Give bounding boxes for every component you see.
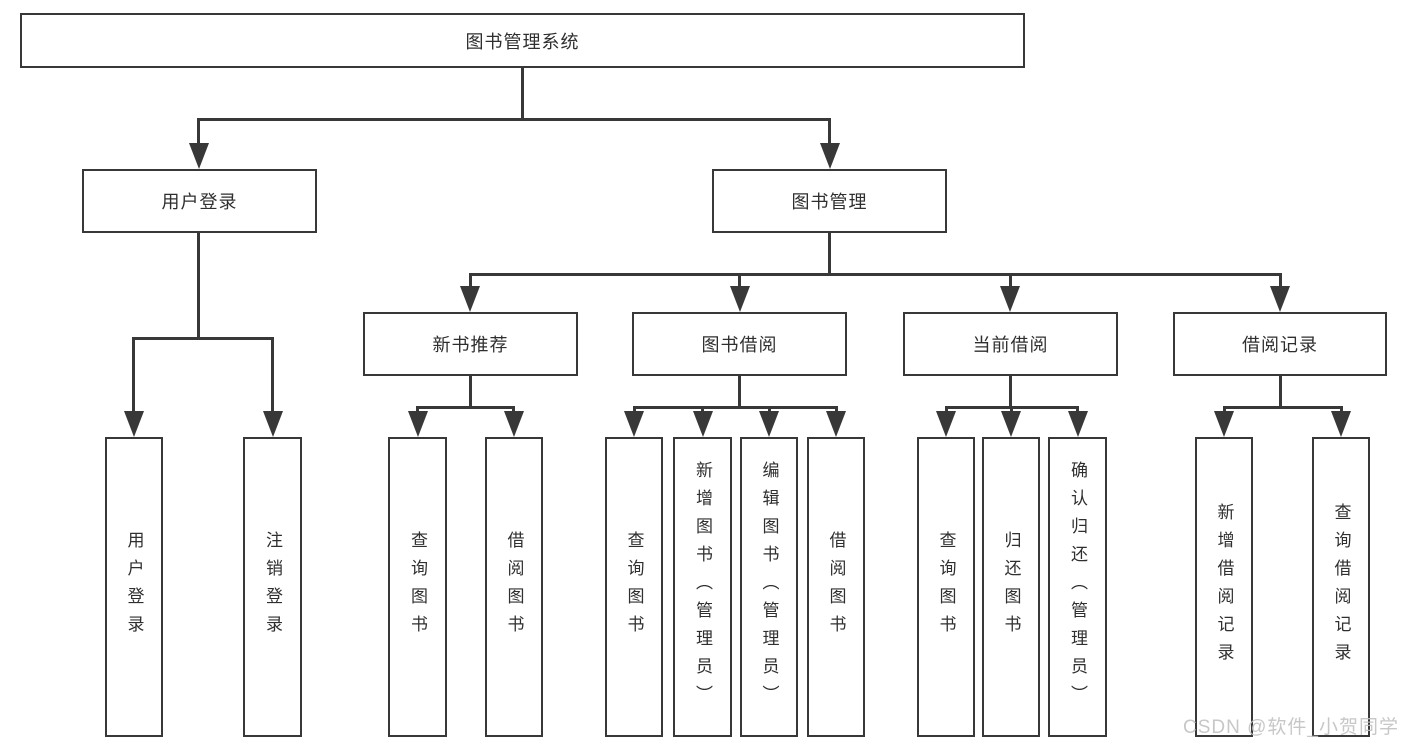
node-label: 归还图书 xyxy=(1001,531,1021,643)
connector-leaf-stub xyxy=(1340,406,1343,415)
node-label: 借阅图书 xyxy=(826,531,846,643)
connector-leaf-stub xyxy=(1076,406,1079,415)
connector-leaf-stub xyxy=(633,406,636,415)
connector-leaf-stub xyxy=(1010,406,1013,415)
connector-recommendation-stem xyxy=(469,376,472,409)
node-borrowing-records: 借阅记录 xyxy=(1173,312,1387,376)
connector-to-current-borrowing xyxy=(1009,273,1012,289)
node-label: 当前借阅 xyxy=(972,335,1049,355)
node-label: 查询图书 xyxy=(408,531,427,643)
node-borrow-books-recommendation: 借阅图书 xyxy=(485,437,543,737)
connector-to-borrowing-records xyxy=(1279,273,1282,289)
connector-leaf-stub xyxy=(768,406,771,415)
connector-borrowing-branch xyxy=(633,406,837,409)
connector-leaf-stub xyxy=(512,406,515,415)
node-add-books-admin: 新增图书（管理员） xyxy=(673,437,732,737)
node-query-books-recommendation: 查询图书 xyxy=(388,437,447,737)
node-label: 用户登录 xyxy=(161,192,238,212)
node-label: 新增借阅记录 xyxy=(1214,503,1234,671)
connector-leaf-stub xyxy=(701,406,704,415)
connector-to-book-management xyxy=(828,118,831,146)
connector-leaf-stub xyxy=(1223,406,1226,415)
connector-borrowing-stem xyxy=(738,376,741,409)
arrowhead-down xyxy=(730,286,750,312)
arrowhead-down xyxy=(504,411,524,437)
node-label: 查询图书 xyxy=(624,531,644,643)
connector-leaf-stub xyxy=(945,406,948,415)
arrowhead-down xyxy=(1001,411,1021,437)
connector-current-stem xyxy=(1009,376,1012,409)
node-query-borrow-record: 查询借阅记录 xyxy=(1312,437,1370,737)
arrowhead-down xyxy=(408,411,428,437)
node-confirm-return-admin: 确认归还（管理员） xyxy=(1048,437,1107,737)
arrowhead-down xyxy=(693,411,713,437)
node-edit-books-admin: 编辑图书（管理员） xyxy=(740,437,798,737)
node-new-book-recommendation: 新书推荐 xyxy=(363,312,578,376)
node-label: 借阅图书 xyxy=(504,531,524,643)
node-label: 新书推荐 xyxy=(432,335,509,355)
arrowhead-down xyxy=(460,286,480,312)
connector-root-branch xyxy=(197,118,831,121)
connector-leaf-stub xyxy=(835,406,838,415)
node-return-books: 归还图书 xyxy=(982,437,1040,737)
arrowhead-down xyxy=(1270,286,1290,312)
connector-to-new-book-recommendation xyxy=(469,273,472,289)
arrowhead-down xyxy=(759,411,779,437)
connector-user-login-branch xyxy=(132,337,274,340)
node-label: 图书管理 xyxy=(791,192,868,212)
connector-user-login-stem xyxy=(197,233,200,340)
node-label: 编辑图书（管理员） xyxy=(759,461,779,713)
arrowhead-down xyxy=(624,411,644,437)
node-label: 图书借阅 xyxy=(701,335,778,355)
node-query-books-current: 查询图书 xyxy=(917,437,975,737)
connector-to-book-borrowing xyxy=(738,273,741,289)
arrowhead-down xyxy=(1000,286,1020,312)
arrowhead-down xyxy=(1214,411,1234,437)
node-label: 查询图书 xyxy=(936,531,956,643)
node-label: 查询借阅记录 xyxy=(1331,503,1351,671)
node-library-management-system: 图书管理系统 xyxy=(20,13,1025,68)
arrowhead-down xyxy=(189,143,209,169)
node-add-borrow-record: 新增借阅记录 xyxy=(1195,437,1253,737)
node-label: 借阅记录 xyxy=(1242,335,1318,355)
node-label: 新增图书（管理员） xyxy=(693,461,712,713)
connector-book-management-branch xyxy=(469,273,1281,276)
csdn-watermark: CSDN @软件_小贺同学 xyxy=(1183,717,1399,738)
connector-book-management-stem xyxy=(828,233,831,276)
connector-leaf-stub xyxy=(416,406,419,415)
node-current-borrowing: 当前借阅 xyxy=(903,312,1118,376)
arrowhead-down xyxy=(826,411,846,437)
node-book-borrowing: 图书借阅 xyxy=(632,312,847,376)
connector-root-stem xyxy=(521,68,524,120)
node-user-login-leaf: 用户登录 xyxy=(105,437,163,737)
arrowhead-down xyxy=(1331,411,1351,437)
connector-to-user-login xyxy=(197,118,200,146)
arrowhead-down xyxy=(124,411,144,437)
connector-to-logout-leaf xyxy=(271,337,274,413)
connector-records-stem xyxy=(1279,376,1282,409)
node-borrow-books-borrowing: 借阅图书 xyxy=(807,437,865,737)
node-logout-leaf: 注销登录 xyxy=(243,437,302,737)
connector-recommendation-branch xyxy=(416,406,515,409)
node-label: 注销登录 xyxy=(263,531,282,643)
node-user-login: 用户登录 xyxy=(82,169,317,233)
node-label: 用户登录 xyxy=(124,531,144,643)
node-query-books-borrowing: 查询图书 xyxy=(605,437,663,737)
node-book-management: 图书管理 xyxy=(712,169,947,233)
arrowhead-down xyxy=(820,143,840,169)
arrowhead-down xyxy=(1068,411,1088,437)
node-label: 确认归还（管理员） xyxy=(1068,461,1087,713)
arrowhead-down xyxy=(263,411,283,437)
connector-records-branch xyxy=(1223,406,1343,409)
node-label: 图书管理系统 xyxy=(465,31,580,52)
connector-to-user-login-leaf xyxy=(132,337,135,413)
arrowhead-down xyxy=(936,411,956,437)
